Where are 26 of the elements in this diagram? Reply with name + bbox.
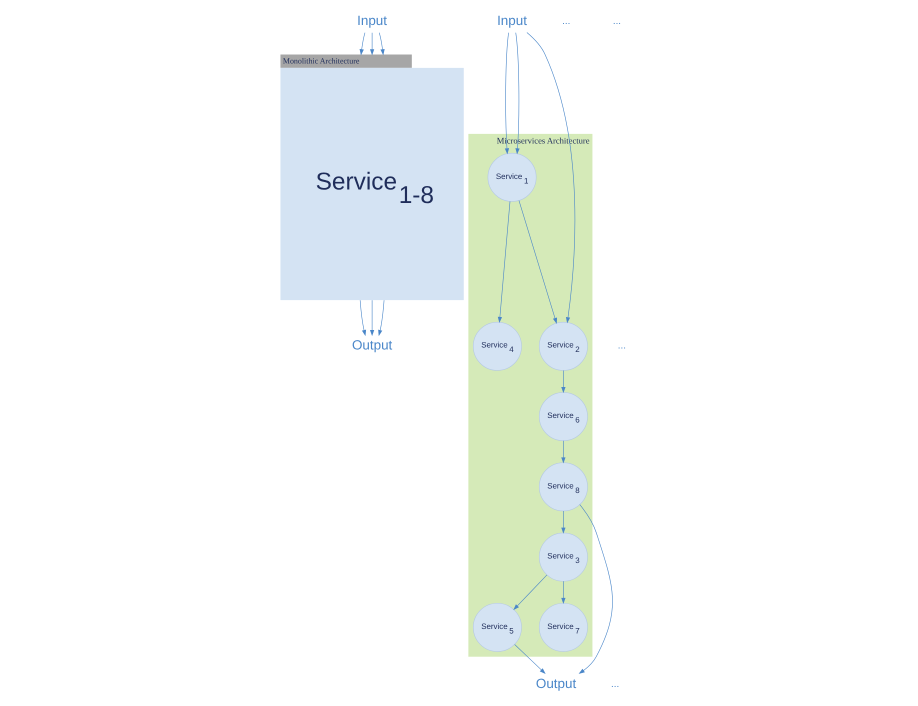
arrow <box>514 644 546 674</box>
arrow <box>504 32 509 154</box>
label: ... <box>612 16 621 27</box>
arrow <box>560 440 566 464</box>
node-text: Input <box>356 12 387 28</box>
arrow <box>526 32 575 324</box>
arrow <box>378 32 384 56</box>
arrow <box>497 201 510 323</box>
label: ... <box>562 16 570 27</box>
label: ... <box>610 678 619 690</box>
arrow <box>359 32 365 56</box>
arrow <box>560 370 566 394</box>
arrow <box>578 504 612 674</box>
node-text: Input <box>496 12 526 28</box>
label: ... <box>617 340 626 352</box>
arrow <box>369 300 374 336</box>
arrow <box>359 300 366 336</box>
arrow <box>512 574 547 610</box>
arrow <box>518 200 557 324</box>
arrow <box>560 510 566 534</box>
node-text: Output <box>351 338 392 353</box>
arrow <box>378 300 384 336</box>
arrow <box>560 581 566 604</box>
node-text: Output <box>535 676 576 691</box>
arrow <box>369 32 374 56</box>
arrow <box>514 32 520 154</box>
